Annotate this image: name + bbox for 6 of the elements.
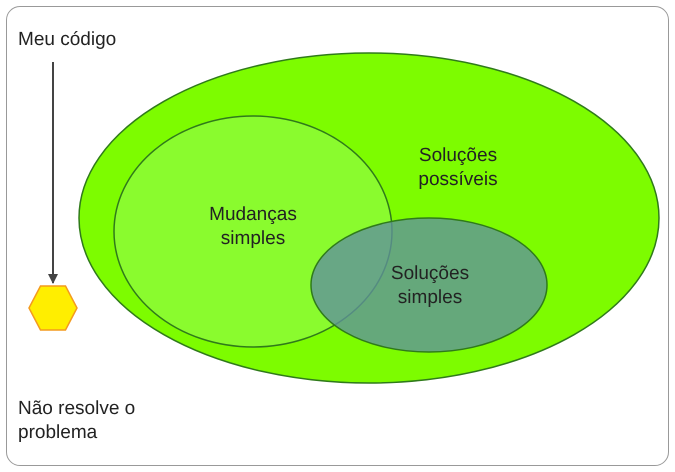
region-label: Mudanças simples [208, 203, 298, 251]
text-label: Meu código [18, 28, 116, 52]
region-label: Soluções simples [390, 262, 470, 310]
caption-text: Não resolve o problema [18, 397, 136, 445]
region-label: Soluções possíveis [417, 144, 499, 192]
arrow [48, 62, 58, 284]
